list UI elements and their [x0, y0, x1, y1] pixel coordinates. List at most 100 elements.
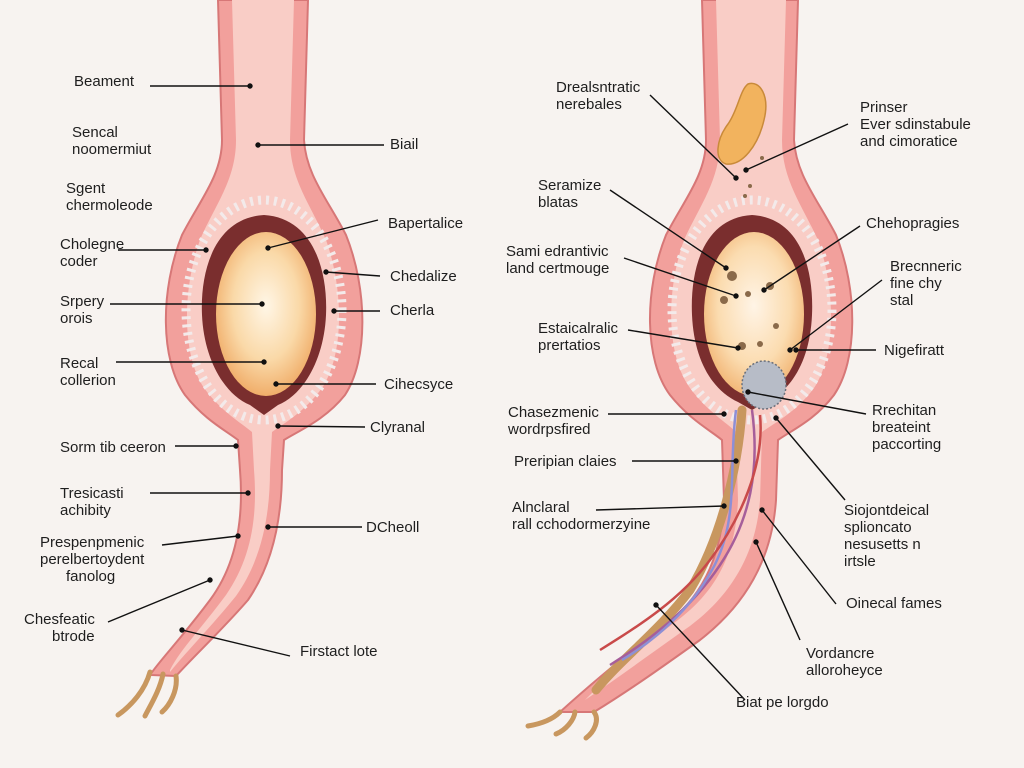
- label-firstact: Firstact lote: [300, 643, 378, 660]
- right-kernel: [717, 82, 767, 165]
- label-nigefiratt: Nigefiratt: [884, 342, 944, 359]
- label-srpery: Srpery orois: [60, 293, 104, 327]
- label-line: Chasezmenic: [508, 404, 599, 421]
- label-line: prertatios: [538, 337, 601, 354]
- right-vessel-purple: [609, 409, 756, 667]
- label-line: Bapertalice: [388, 215, 464, 232]
- label-line: and cimoratice: [860, 133, 958, 150]
- label-line: blatas: [538, 194, 579, 211]
- label-line: Chehopragies: [866, 215, 960, 232]
- left-root-tip: [115, 669, 179, 719]
- label-line: Estaicalralic: [538, 320, 619, 337]
- label-line: Cherla: [390, 302, 435, 319]
- label-dcheoll: DCheoll: [366, 519, 419, 536]
- label-biail: Biail: [390, 136, 418, 153]
- label-sencal: Sencal noomermiut: [72, 124, 151, 158]
- label-line: Chedalize: [390, 268, 457, 285]
- label-line: Tresicasti: [60, 485, 124, 502]
- label-chehopragies: Chehopragies: [866, 215, 959, 232]
- label-line: Sorm tib ceeron: [60, 439, 166, 456]
- label-line: coder: [60, 253, 98, 270]
- label-line: breateint: [872, 419, 931, 436]
- right-root-tip: [525, 709, 599, 741]
- label-line: Preripian claies: [514, 453, 617, 470]
- label-sgent: Sgent chermoleode: [66, 180, 153, 214]
- right-structure: [525, 0, 854, 741]
- label-prespenpmenic: Prespenpmenic perelbertoydent fanolog: [40, 534, 144, 585]
- label-line: stal: [890, 292, 914, 309]
- label-siojontdeical: Siojontdeical splioncato nesusetts n irt…: [844, 502, 929, 570]
- label-line: Rrechitan: [872, 402, 937, 419]
- label-oinecal: Oinecal fames: [846, 595, 942, 612]
- label-vordancre: Vordancre alloroheyce: [806, 645, 883, 679]
- left-cell-border: [181, 195, 347, 425]
- right-vessel-blue: [621, 409, 738, 662]
- label-beament: Beament: [74, 73, 134, 90]
- label-line: Biat pe lorgdo: [736, 694, 829, 711]
- label-clyranal: Clyranal: [370, 419, 425, 436]
- label-sorm: Sorm tib ceeron: [60, 439, 166, 456]
- label-drealsntratic: Drealsntratic nerebales: [556, 79, 640, 113]
- label-line: Biail: [390, 136, 419, 153]
- label-line: paccorting: [872, 436, 942, 453]
- label-tresicasti: Tresicasti achibity: [60, 485, 124, 519]
- label-line: Oinecal fames: [846, 595, 942, 612]
- label-line: rall cchodormerzyine: [512, 516, 651, 533]
- label-samiedrantivic: Sami edrantivic land certmouge: [506, 243, 609, 277]
- right-crystal-cluster: [741, 360, 787, 410]
- label-estaicalralic: Estaicalralic prertatios: [538, 320, 618, 354]
- label-line: Cihecsyce: [384, 376, 454, 393]
- label-line: Prespenpmenic: [40, 534, 145, 551]
- label-line: irtsle: [844, 553, 876, 570]
- label-line: splioncato: [844, 519, 912, 536]
- label-line: achibity: [60, 502, 111, 519]
- label-line: Recal: [60, 355, 99, 372]
- label-line: DCheoll: [366, 519, 420, 536]
- label-line: collerion: [60, 372, 116, 389]
- label-alnclaral: Alnclaral rall cchodormerzyine: [512, 499, 650, 533]
- label-line: Clyranal: [370, 419, 426, 436]
- left-egg: [216, 232, 316, 396]
- label-cholegne: Cholegne coder: [60, 236, 124, 270]
- right-vessel-red: [599, 414, 762, 652]
- label-line: Sgent: [66, 180, 106, 197]
- label-recal: Recal collerion: [60, 355, 116, 389]
- label-line: btrode: [52, 628, 95, 645]
- label-line: Siojontdeical: [844, 502, 930, 519]
- label-line: Alnclaral: [512, 499, 570, 516]
- label-line: chermoleode: [66, 197, 153, 214]
- label-line: perelbertoydent: [40, 551, 145, 568]
- label-line: alloroheyce: [806, 662, 883, 679]
- label-line: fine chy: [890, 275, 942, 292]
- label-seramize: Seramize blatas: [538, 177, 601, 211]
- label-line: Firstact lote: [300, 643, 378, 660]
- label-rrechitan: Rrechitan breateint paccorting: [872, 402, 941, 453]
- label-cherla: Cherla: [390, 302, 434, 319]
- label-chesfeatic: Chesfeatic btrode: [24, 611, 95, 645]
- label-line: Chesfeatic: [24, 611, 95, 628]
- label-line: Vordancre: [806, 645, 875, 662]
- label-line: Prinser: [860, 99, 908, 116]
- label-line: orois: [60, 310, 93, 327]
- label-line: Seramize: [538, 177, 602, 194]
- label-line: Drealsntratic: [556, 79, 641, 96]
- label-line: Sencal: [72, 124, 118, 141]
- label-line: Srpery: [60, 293, 105, 310]
- label-cihecsyce: Cihecsyce: [384, 376, 453, 393]
- label-bapertalice: Bapertalice: [388, 215, 463, 232]
- label-line: Nigefiratt: [884, 342, 945, 359]
- label-line: wordrpsfired: [508, 421, 591, 438]
- right-cell-border: [667, 195, 837, 425]
- label-line: Cholegne: [60, 236, 125, 253]
- label-chedalize: Chedalize: [390, 268, 457, 285]
- leader-lines: [107, 83, 883, 701]
- label-line: Sami edrantivic: [506, 243, 609, 260]
- label-line: land certmouge: [506, 260, 610, 277]
- label-chasezmenic: Chasezmenic wordrpsfired: [508, 404, 599, 438]
- label-line: nerebales: [556, 96, 622, 113]
- label-brecnneric: Brecnneric fine chy stal: [890, 258, 962, 309]
- label-line: Brecnneric: [890, 258, 962, 275]
- label-biat: Biat pe lorgdo: [736, 694, 829, 711]
